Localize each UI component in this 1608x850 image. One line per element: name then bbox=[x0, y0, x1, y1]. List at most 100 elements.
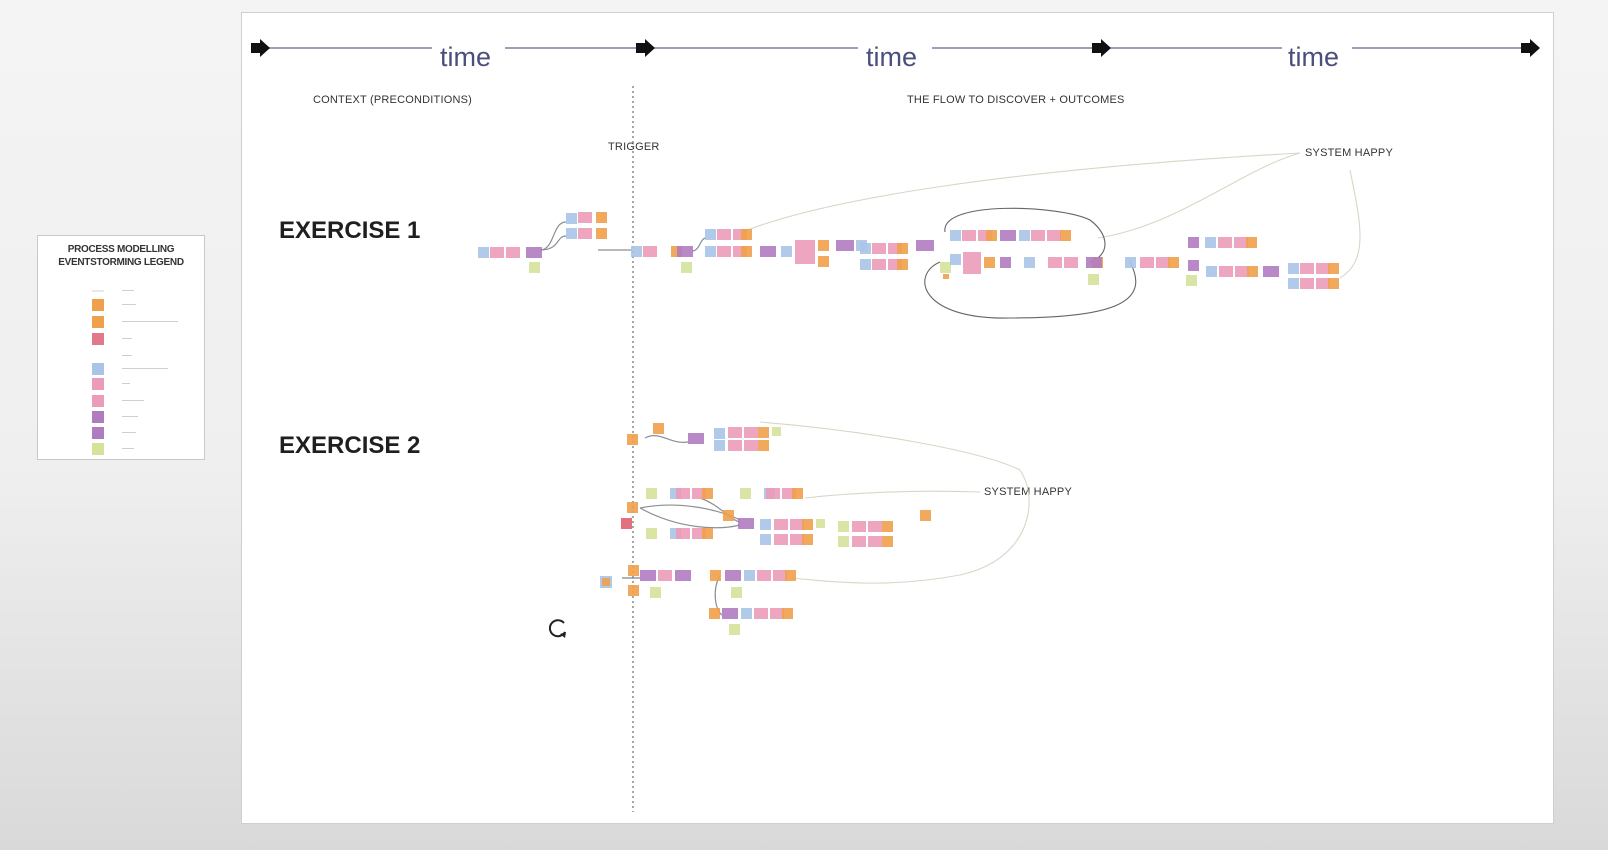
sticky-note[interactable] bbox=[1316, 278, 1330, 289]
sticky-note[interactable] bbox=[984, 257, 995, 268]
sticky-note[interactable] bbox=[675, 570, 691, 581]
sticky-note[interactable] bbox=[1206, 266, 1217, 277]
sticky-note[interactable] bbox=[758, 427, 769, 438]
sticky-note[interactable] bbox=[1234, 237, 1248, 248]
sticky-note[interactable] bbox=[596, 228, 607, 239]
sticky-note[interactable] bbox=[1019, 230, 1030, 241]
sticky-note[interactable] bbox=[702, 528, 713, 539]
sticky-note[interactable] bbox=[643, 246, 657, 257]
sticky-note[interactable] bbox=[646, 528, 657, 539]
sticky-note[interactable] bbox=[888, 243, 902, 254]
sticky-note[interactable] bbox=[705, 246, 716, 257]
sticky-note[interactable] bbox=[566, 213, 577, 224]
sticky-note[interactable] bbox=[1288, 278, 1299, 289]
sticky-note[interactable] bbox=[740, 488, 751, 499]
sticky-note[interactable] bbox=[978, 230, 992, 241]
sticky-note[interactable] bbox=[729, 624, 740, 635]
sticky-note[interactable] bbox=[688, 433, 704, 444]
sticky-note[interactable] bbox=[717, 229, 731, 240]
eventstorming-board[interactable]: time time time CONTEXT (PRECONDITIONS) T… bbox=[241, 12, 1554, 824]
sticky-note[interactable] bbox=[1188, 237, 1199, 248]
sticky-note[interactable] bbox=[766, 488, 780, 499]
sticky-note[interactable] bbox=[628, 585, 639, 596]
sticky-note[interactable] bbox=[717, 246, 731, 257]
sticky-note[interactable] bbox=[1247, 266, 1258, 277]
sticky-note[interactable] bbox=[722, 608, 738, 619]
sticky-note[interactable] bbox=[943, 274, 949, 279]
sticky-note[interactable] bbox=[1168, 257, 1179, 268]
sticky-note[interactable] bbox=[692, 488, 706, 499]
sticky-note[interactable] bbox=[790, 519, 804, 530]
sticky-note[interactable] bbox=[802, 519, 813, 530]
sticky-note[interactable] bbox=[838, 521, 849, 532]
sticky-note[interactable] bbox=[578, 212, 592, 223]
sticky-note[interactable] bbox=[1235, 266, 1249, 277]
sticky-note[interactable] bbox=[950, 230, 961, 241]
sticky-note[interactable] bbox=[741, 246, 752, 257]
sticky-note[interactable] bbox=[897, 259, 908, 270]
sticky-note[interactable] bbox=[677, 246, 693, 257]
sticky-note[interactable] bbox=[628, 565, 639, 576]
sticky-note[interactable] bbox=[868, 536, 882, 547]
sticky-note[interactable] bbox=[852, 536, 866, 547]
sticky-note[interactable] bbox=[774, 534, 788, 545]
sticky-note[interactable] bbox=[1156, 257, 1170, 268]
sticky-note[interactable] bbox=[653, 423, 664, 434]
sticky-note[interactable] bbox=[1263, 266, 1279, 277]
sticky-note[interactable] bbox=[640, 570, 656, 581]
sticky-note[interactable] bbox=[578, 228, 592, 239]
sticky-note[interactable] bbox=[650, 587, 661, 598]
sticky-note[interactable] bbox=[1140, 257, 1154, 268]
sticky-note[interactable] bbox=[728, 427, 742, 438]
sticky-note[interactable] bbox=[627, 502, 638, 513]
sticky-note[interactable] bbox=[1219, 266, 1233, 277]
sticky-note[interactable] bbox=[940, 262, 951, 273]
sticky-note[interactable] bbox=[731, 587, 742, 598]
sticky-note[interactable] bbox=[838, 536, 849, 547]
sticky-note[interactable] bbox=[725, 570, 741, 581]
sticky-note[interactable] bbox=[836, 240, 854, 251]
sticky-note[interactable] bbox=[770, 608, 784, 619]
sticky-note[interactable] bbox=[627, 434, 638, 445]
sticky-note[interactable] bbox=[1328, 263, 1339, 274]
sticky-note[interactable] bbox=[1060, 230, 1071, 241]
sticky-note[interactable] bbox=[705, 229, 716, 240]
sticky-note[interactable] bbox=[670, 528, 681, 539]
sticky-note[interactable] bbox=[1316, 263, 1330, 274]
sticky-note[interactable] bbox=[785, 570, 796, 581]
sticky-note[interactable] bbox=[1246, 237, 1257, 248]
sticky-note[interactable] bbox=[950, 254, 961, 265]
sticky-note[interactable] bbox=[760, 519, 771, 530]
sticky-note[interactable] bbox=[658, 570, 672, 581]
sticky-note[interactable] bbox=[757, 570, 771, 581]
sticky-note[interactable] bbox=[1300, 263, 1314, 274]
sticky-note[interactable] bbox=[872, 243, 886, 254]
sticky-note[interactable] bbox=[790, 534, 804, 545]
sticky-note[interactable] bbox=[526, 247, 542, 258]
sticky-note[interactable] bbox=[671, 246, 682, 257]
sticky-note[interactable] bbox=[795, 240, 815, 264]
sticky-note[interactable] bbox=[916, 240, 934, 251]
sticky-note[interactable] bbox=[868, 521, 882, 532]
sticky-note[interactable] bbox=[676, 488, 690, 499]
sticky-note[interactable] bbox=[872, 259, 886, 270]
sticky-note[interactable] bbox=[714, 428, 725, 439]
sticky-note[interactable] bbox=[681, 262, 692, 273]
sticky-note[interactable] bbox=[962, 230, 976, 241]
sticky-note[interactable] bbox=[738, 518, 754, 529]
sticky-note[interactable] bbox=[860, 243, 871, 254]
sticky-note[interactable] bbox=[676, 528, 690, 539]
sticky-note[interactable] bbox=[602, 578, 610, 586]
sticky-note[interactable] bbox=[710, 570, 721, 581]
sticky-note[interactable] bbox=[596, 212, 607, 223]
sticky-note[interactable] bbox=[1088, 274, 1099, 285]
sticky-note[interactable] bbox=[1047, 230, 1061, 241]
sticky-note[interactable] bbox=[818, 240, 829, 251]
sticky-note[interactable] bbox=[773, 570, 787, 581]
sticky-note[interactable] bbox=[986, 230, 997, 241]
sticky-note[interactable] bbox=[782, 488, 796, 499]
sticky-note[interactable] bbox=[860, 259, 871, 270]
sticky-note[interactable] bbox=[702, 488, 713, 499]
sticky-note[interactable] bbox=[1288, 263, 1299, 274]
sticky-note[interactable] bbox=[1086, 257, 1102, 268]
